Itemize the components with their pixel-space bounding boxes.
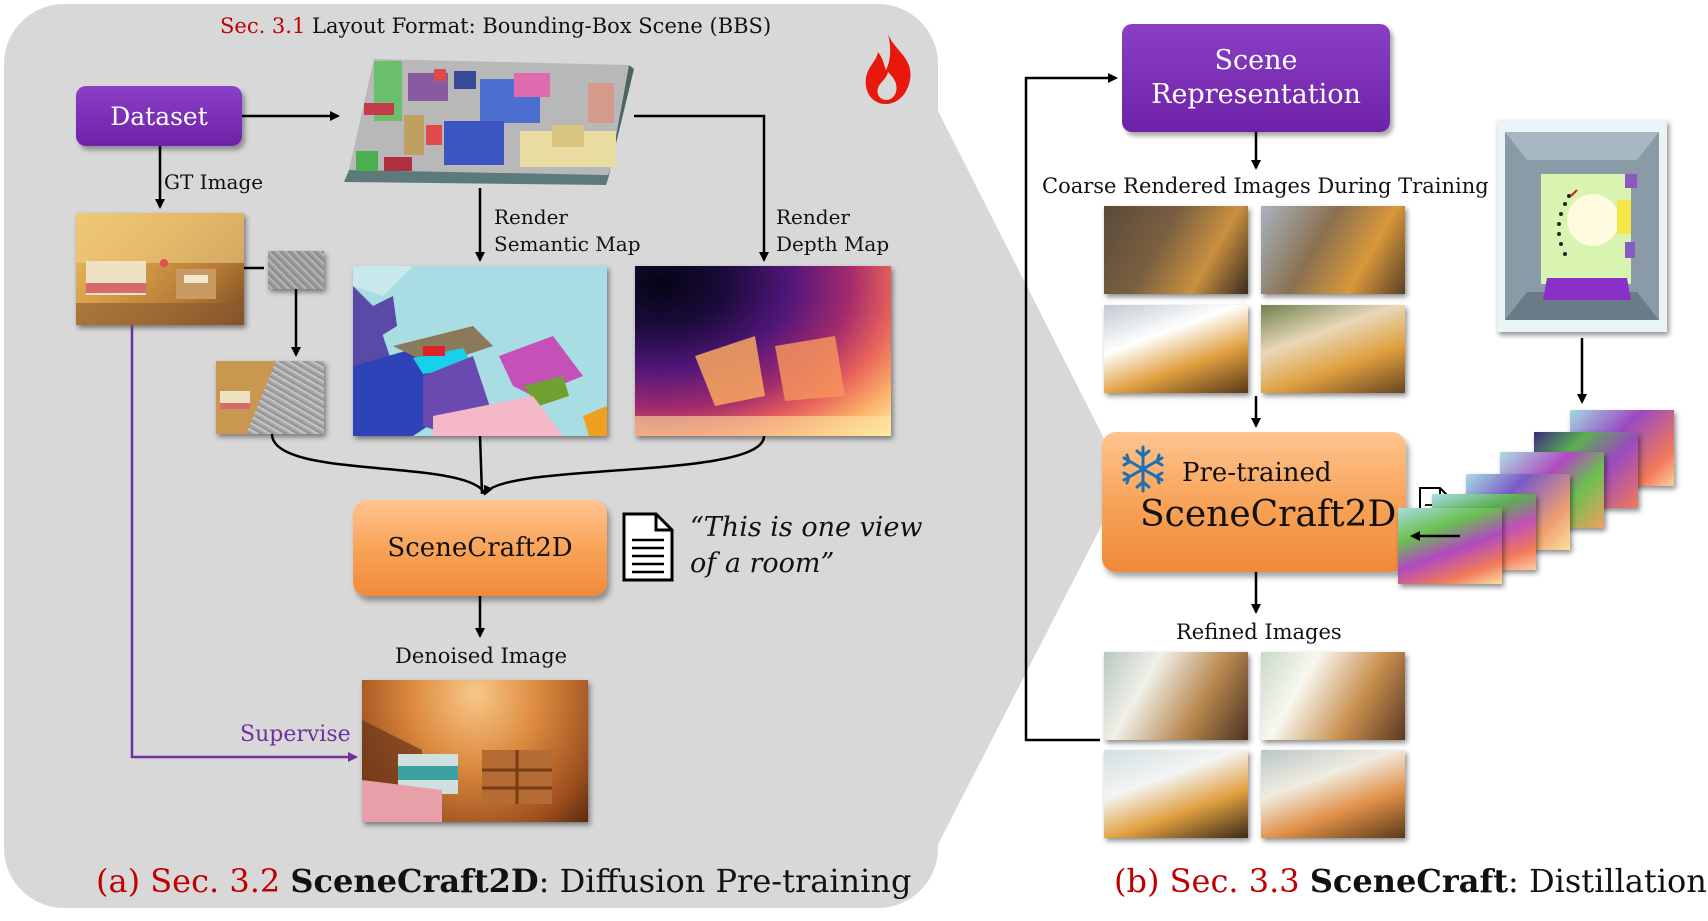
header-label: Sec. 3.1 Layout Format: Bounding-Box Sce…	[220, 14, 771, 38]
refined-image-4	[1261, 750, 1405, 838]
refined-image-3	[1104, 750, 1248, 838]
refined-images-label: Refined Images	[1176, 620, 1342, 644]
noise-image	[268, 251, 324, 289]
stacked-view-6	[1398, 508, 1502, 584]
caption-b-bold: SceneCraft	[1309, 862, 1508, 900]
caption-b-prefix: (b) Sec. 3.3	[1114, 862, 1300, 900]
coarse-image-4	[1261, 305, 1405, 393]
text-prompt: “This is one view of a room”	[690, 510, 923, 582]
render-depth-label: Render Depth Map	[776, 204, 889, 258]
caption-a-rest: : Diffusion Pre-training	[538, 862, 912, 900]
bbs-layout-image	[344, 59, 634, 185]
semantic-map-image	[353, 266, 607, 436]
coarse-image-1	[1104, 206, 1248, 294]
topdown-layout-image	[1497, 120, 1667, 332]
scenecraft2d-label-a: SceneCraft2D	[387, 533, 573, 563]
refined-image-1	[1104, 652, 1248, 740]
caption-a-prefix: (a) Sec. 3.2	[96, 862, 281, 900]
gt-image-label: GT Image	[164, 170, 264, 194]
coarse-image-3	[1104, 305, 1248, 393]
render-semantic-line2: Semantic Map	[494, 232, 641, 256]
render-depth-line2: Depth Map	[776, 232, 890, 256]
header-text: Layout Format: Bounding-Box Scene (BBS)	[312, 14, 772, 38]
pretrained-scenecraft2d-box: Pre-trained SceneCraft2D	[1102, 432, 1406, 572]
depth-map-image	[635, 266, 891, 436]
denoised-image	[362, 680, 588, 822]
supervise-label: Supervise	[240, 722, 351, 747]
dataset-box: Dataset	[76, 86, 242, 146]
scenecraft2d-label-b: SceneCraft2D	[1140, 494, 1397, 535]
scenecraft2d-box-a: SceneCraft2D	[353, 500, 607, 596]
refined-image-2	[1261, 652, 1405, 740]
snowflake-icon	[1122, 445, 1164, 493]
denoised-image-label: Denoised Image	[395, 644, 568, 668]
caption-b-rest: : Distillation	[1508, 862, 1707, 900]
render-semantic-label: Render Semantic Map	[494, 204, 641, 258]
gt-image	[76, 213, 244, 325]
render-depth-line1: Render	[776, 205, 850, 229]
scene-representation-box: Scene Representation	[1122, 24, 1390, 132]
caption-b: (b) Sec. 3.3 SceneCraft: Distillation	[1114, 862, 1707, 900]
fire-icon	[865, 34, 911, 104]
prompt-line2: of a room”	[690, 548, 835, 579]
coarse-image-2	[1261, 206, 1405, 294]
scene-rep-line1: Scene	[1214, 45, 1298, 76]
prompt-line1: “This is one view	[690, 512, 923, 543]
pretrained-label: Pre-trained	[1182, 458, 1332, 488]
header-sec-ref: Sec. 3.1	[220, 14, 306, 38]
noisy-image	[216, 361, 324, 434]
caption-a-bold: SceneCraft2D	[290, 862, 539, 900]
coarse-images-label: Coarse Rendered Images During Training	[1042, 174, 1489, 198]
document-icon	[622, 512, 674, 582]
dataset-label: Dataset	[110, 101, 208, 131]
scene-rep-line2: Representation	[1151, 79, 1361, 110]
caption-a: (a) Sec. 3.2 SceneCraft2D: Diffusion Pre…	[96, 862, 911, 900]
render-semantic-line1: Render	[494, 205, 568, 229]
